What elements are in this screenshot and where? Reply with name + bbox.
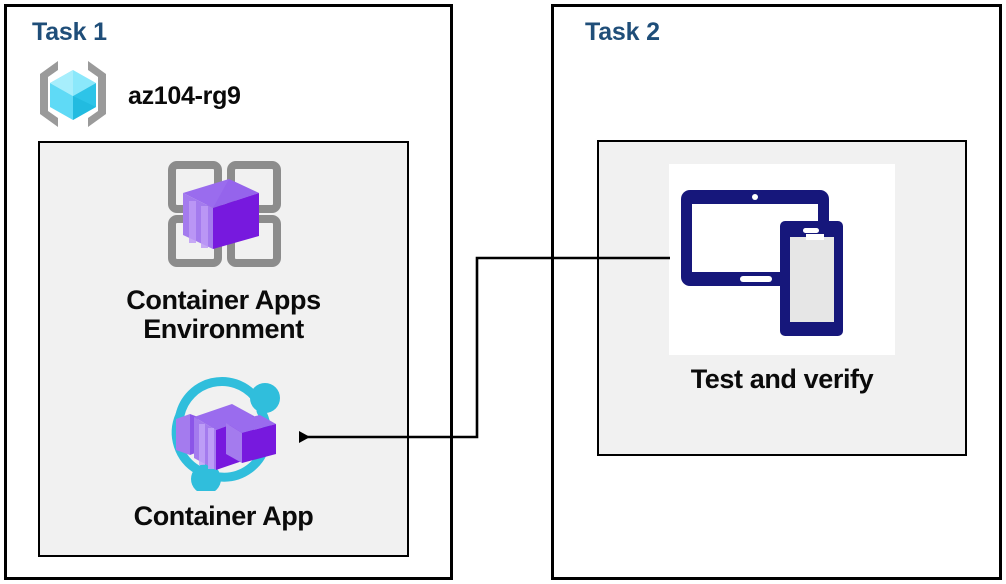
container-app-block: Container App — [40, 373, 407, 531]
resource-group-name: az104-rg9 — [128, 82, 241, 110]
task-1-content-panel: Container Apps Environment — [38, 141, 409, 557]
resource-group-row: az104-rg9 — [34, 58, 241, 135]
test-and-verify-block: Test and verify — [599, 164, 965, 394]
container-apps-environment-block: Container Apps Environment — [40, 153, 407, 344]
container-apps-environment-label-line2: Environment — [143, 314, 304, 345]
container-apps-environment-label: Container Apps Environment — [74, 285, 374, 345]
container-apps-environment-label-line1: Container Apps — [126, 285, 321, 315]
test-and-verify-label: Test and verify — [690, 364, 874, 394]
test-and-verify-devices-icon — [669, 164, 895, 355]
container-apps-environment-icon — [155, 153, 293, 280]
task-2-title: Task 2 — [585, 18, 660, 46]
task-2-content-panel: Test and verify — [597, 140, 967, 456]
container-app-label: Container App — [133, 501, 314, 531]
container-app-icon — [158, 373, 290, 496]
resource-group-icon — [34, 58, 112, 135]
task-1-title: Task 1 — [32, 18, 107, 46]
